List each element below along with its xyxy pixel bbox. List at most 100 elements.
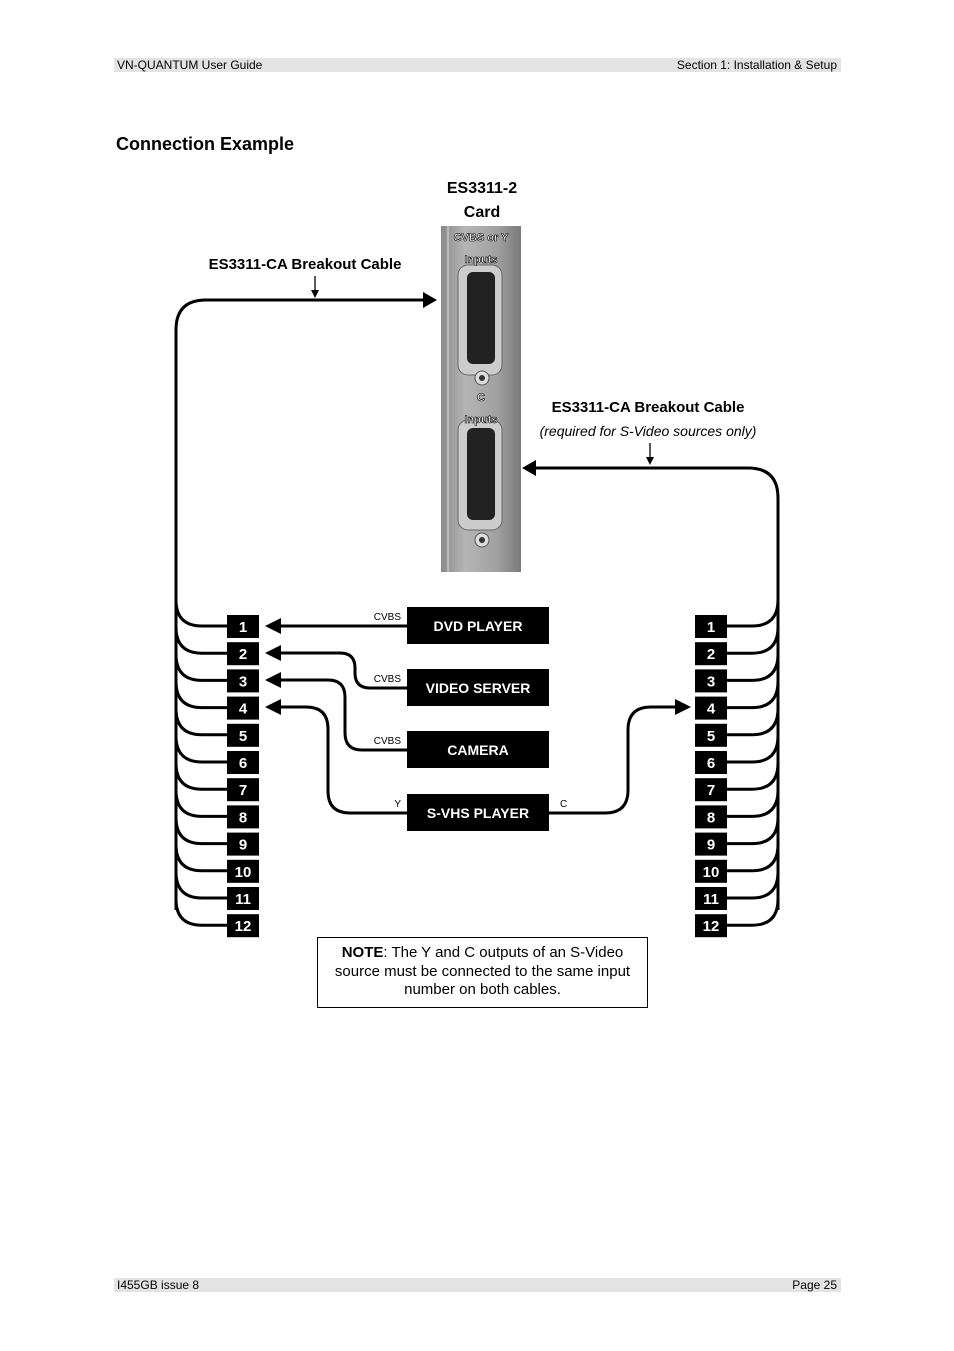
cable-strand	[174, 899, 227, 927]
input-number: 7	[707, 782, 715, 799]
card-bottom-label: C	[477, 392, 485, 404]
arrow-icon	[265, 645, 281, 661]
card-label-2: Card	[464, 204, 500, 221]
left-input-box-2	[227, 642, 259, 666]
input-number: 11	[703, 891, 719, 908]
input-number: 8	[707, 809, 715, 826]
cable-strand	[727, 871, 780, 900]
left-input-box-4	[227, 696, 259, 720]
input-number: 1	[707, 619, 715, 636]
left-input-box-5	[227, 723, 259, 747]
cable-strand	[727, 817, 780, 846]
cable-strand	[727, 790, 780, 818]
input-number: 6	[239, 755, 247, 772]
right-input-box-12	[695, 914, 727, 938]
cable-strand	[727, 763, 780, 791]
right-input-box-3	[695, 669, 727, 693]
cable-strand	[174, 627, 227, 655]
left-cable-trunk	[174, 298, 425, 910]
note-label: NOTE	[341, 944, 384, 961]
footer-right: Page 25	[792, 1278, 837, 1292]
right-input-box-2	[695, 642, 727, 666]
arrow-icon	[265, 618, 281, 634]
left-input-box-6	[227, 751, 259, 774]
cable-strand	[727, 844, 780, 873]
arrow-icon	[265, 699, 281, 715]
device-box	[407, 669, 549, 706]
right-cable-trunk	[535, 466, 780, 910]
cable-strand	[174, 599, 227, 628]
svg-text:Inputs: Inputs	[465, 414, 498, 426]
note-text: : The Y and C outputs of an S-Video sour…	[334, 944, 631, 998]
left-input-box-7	[227, 778, 259, 802]
device-name: VIDEO SERVER	[426, 680, 531, 696]
signal-label: CVBS	[374, 736, 402, 747]
cable-strand	[174, 763, 227, 791]
cable-strand	[727, 708, 780, 737]
note-box: NOTE: The Y and C outputs of an S-Video …	[317, 937, 648, 1008]
left-input-box-8	[227, 805, 259, 829]
right-input-box-1	[695, 615, 727, 638]
right-input-box-9	[695, 832, 727, 856]
cable-lines	[174, 276, 780, 927]
device-box	[407, 607, 549, 644]
input-number: 10	[703, 864, 720, 881]
cable-strand	[174, 708, 227, 737]
cable-strand	[174, 871, 227, 900]
right-input-box-6	[695, 751, 727, 774]
signal-label: CVBS	[374, 612, 402, 623]
right-input-box-7	[695, 778, 727, 802]
left-input-box-10	[227, 859, 259, 883]
right-input-box-11	[695, 887, 727, 910]
device-cable	[549, 705, 677, 815]
header-right: Section 1: Installation & Setup	[676, 58, 837, 72]
left-input-box-1	[227, 615, 259, 638]
device-box	[407, 794, 549, 831]
cable-strand	[727, 654, 780, 682]
input-number: 9	[239, 837, 247, 854]
signal-label: CVBS	[374, 674, 402, 685]
device-cable	[280, 678, 407, 752]
input-number: 9	[707, 837, 715, 854]
svg-text:Inputs: Inputs	[465, 254, 498, 266]
left-input-box-12	[227, 914, 259, 938]
cable-strand	[174, 735, 227, 764]
input-number: 2	[707, 646, 715, 663]
left-cable-label: ES3311-CA Breakout Cable	[209, 256, 402, 273]
device-name: CAMERA	[447, 742, 508, 758]
header-left: VN-QUANTUM User Guide	[117, 58, 263, 72]
input-number: 12	[703, 918, 720, 935]
footer-left: I455GB issue 8	[117, 1278, 200, 1292]
device-cable	[280, 651, 407, 690]
page-header: VN-QUANTUM User Guide Section 1: Install…	[114, 58, 841, 72]
input-number: 8	[239, 809, 247, 826]
right-input-box-10	[695, 859, 727, 883]
cable-strand	[727, 681, 780, 710]
cable-strand	[174, 654, 227, 682]
card-top-label: CVBS or Y	[454, 232, 509, 244]
cable-strand	[174, 790, 227, 818]
input-number: 7	[239, 782, 247, 799]
left-input-box-11	[227, 887, 259, 910]
device-name: S-VHS PLAYER	[427, 805, 529, 821]
input-number: 4	[707, 701, 716, 718]
cable-strand	[727, 899, 780, 927]
arrow-icon	[265, 672, 281, 688]
input-number: 11	[235, 891, 251, 908]
input-number: 3	[707, 673, 715, 690]
right-cable-sublabel: (required for S-Video sources only)	[540, 423, 757, 439]
left-input-box-9	[227, 832, 259, 856]
device-cable	[280, 705, 407, 815]
device-box	[407, 731, 549, 768]
arrow-icon	[675, 699, 691, 715]
input-number: 5	[239, 728, 247, 745]
input-number: 4	[239, 701, 248, 718]
card-image: CVBS or Y Inputs C Inputs	[441, 226, 521, 572]
cable-strand	[727, 627, 780, 655]
right-cable-label: ES3311-CA Breakout Cable	[552, 399, 745, 416]
input-number: 1	[239, 619, 247, 636]
right-input-box-5	[695, 723, 727, 747]
arrow-icon	[423, 292, 437, 308]
